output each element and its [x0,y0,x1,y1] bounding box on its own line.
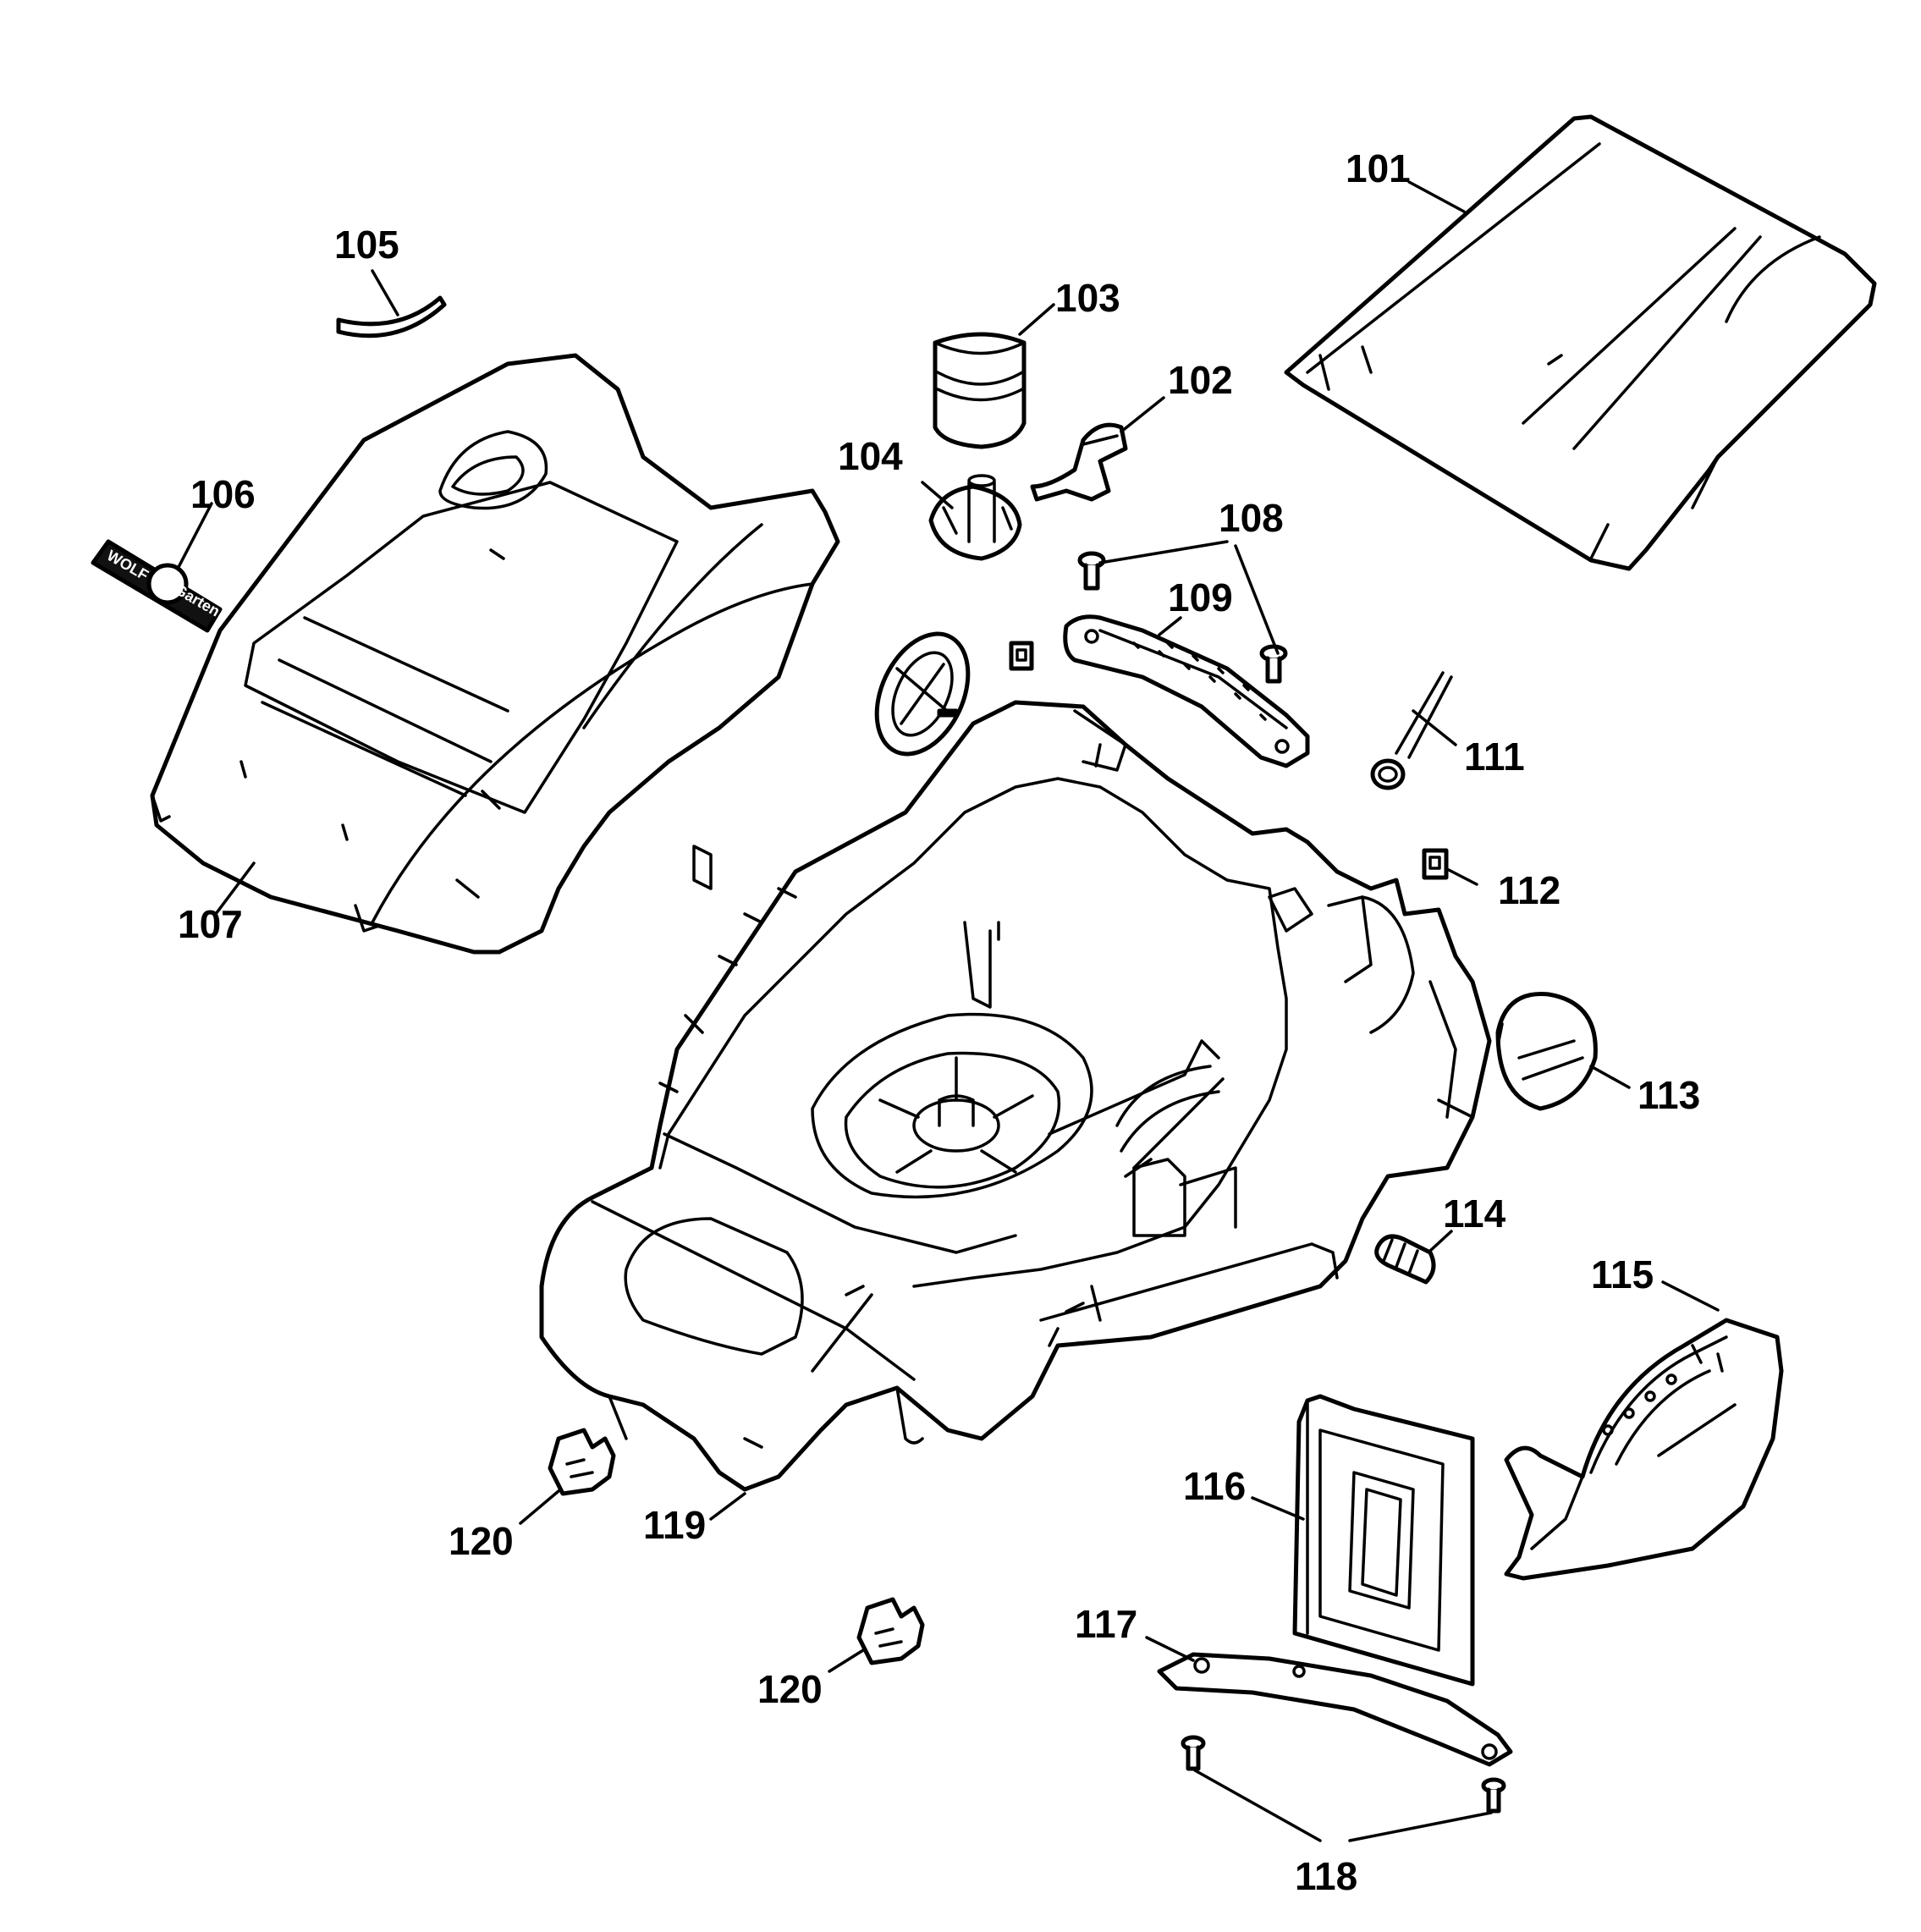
callout-114: 114 [1443,1192,1506,1236]
part-109-handle-grip [1063,614,1310,768]
part-120-clip-b [856,1597,925,1665]
part-120-clip-a [548,1428,616,1496]
callout-103: 103 [1055,276,1120,320]
leader-lines [176,180,1720,1842]
callout-106: 106 [190,472,256,516]
callout-113: 113 [1638,1073,1700,1117]
leader-118a [1193,1769,1322,1842]
leader-117 [1145,1636,1195,1662]
leader-106 [176,502,213,570]
part-square-nut-a [1009,641,1034,671]
leader-118b [1348,1811,1493,1842]
part-112-square-nut [1422,848,1449,880]
leader-116 [1251,1496,1305,1521]
leader-109 [1158,616,1182,636]
leader-107 [214,861,256,916]
part-117-bracket [1157,1652,1513,1767]
callout-101: 101 [1346,146,1411,190]
leader-114 [1428,1230,1453,1252]
leader-119 [709,1492,746,1521]
callouts: 101 102 103 104 105 106 107 108 109 111 … [178,146,1700,1898]
part-101-lid [1284,114,1877,571]
part-113-cap [1495,992,1598,1111]
leader-108b [1234,544,1280,655]
callout-118: 118 [1295,1854,1357,1898]
callout-119: 119 [643,1503,706,1547]
part-106-logo-badge: WOLF Garten [91,539,223,633]
part-103-chute [933,332,1027,449]
part-102-latch [1030,422,1128,502]
leader-113 [1589,1065,1631,1089]
part-105-hose [336,295,447,339]
leader-120a [519,1489,560,1525]
leader-112 [1447,868,1478,886]
leader-111 [1412,709,1457,746]
part-119-deck [539,700,1492,1492]
part-111-spring [1370,671,1453,790]
leader-104 [921,481,954,509]
leader-101 [1407,180,1466,213]
part-107-top-cover [150,353,840,955]
callout-109: 109 [1168,575,1233,619]
callout-117: 117 [1075,1602,1137,1646]
leader-120b [828,1649,865,1673]
callout-112: 112 [1498,868,1560,912]
callout-120-b: 120 [757,1667,823,1711]
leader-108a [1098,540,1229,564]
leader-103 [1018,303,1055,336]
callout-102: 102 [1168,358,1233,402]
part-115-grassbox [1504,1318,1784,1581]
callout-120-a: 120 [449,1519,514,1563]
callout-111: 111 [1464,735,1525,779]
leader-115 [1661,1280,1720,1312]
leader-102 [1120,396,1165,433]
part-104-height-knob [928,474,1022,561]
part-118-bolts [1181,1735,1506,1814]
callout-104: 104 [838,434,903,478]
part-wheel-hub [874,631,971,757]
leader-105 [371,269,399,316]
part-116-flap [1292,1394,1475,1687]
callout-108: 108 [1219,496,1284,540]
callout-107: 107 [178,902,243,946]
callout-115: 115 [1591,1252,1654,1296]
callout-105: 105 [334,223,399,267]
part-114-roller [1374,1234,1436,1285]
callout-116: 116 [1183,1464,1246,1508]
